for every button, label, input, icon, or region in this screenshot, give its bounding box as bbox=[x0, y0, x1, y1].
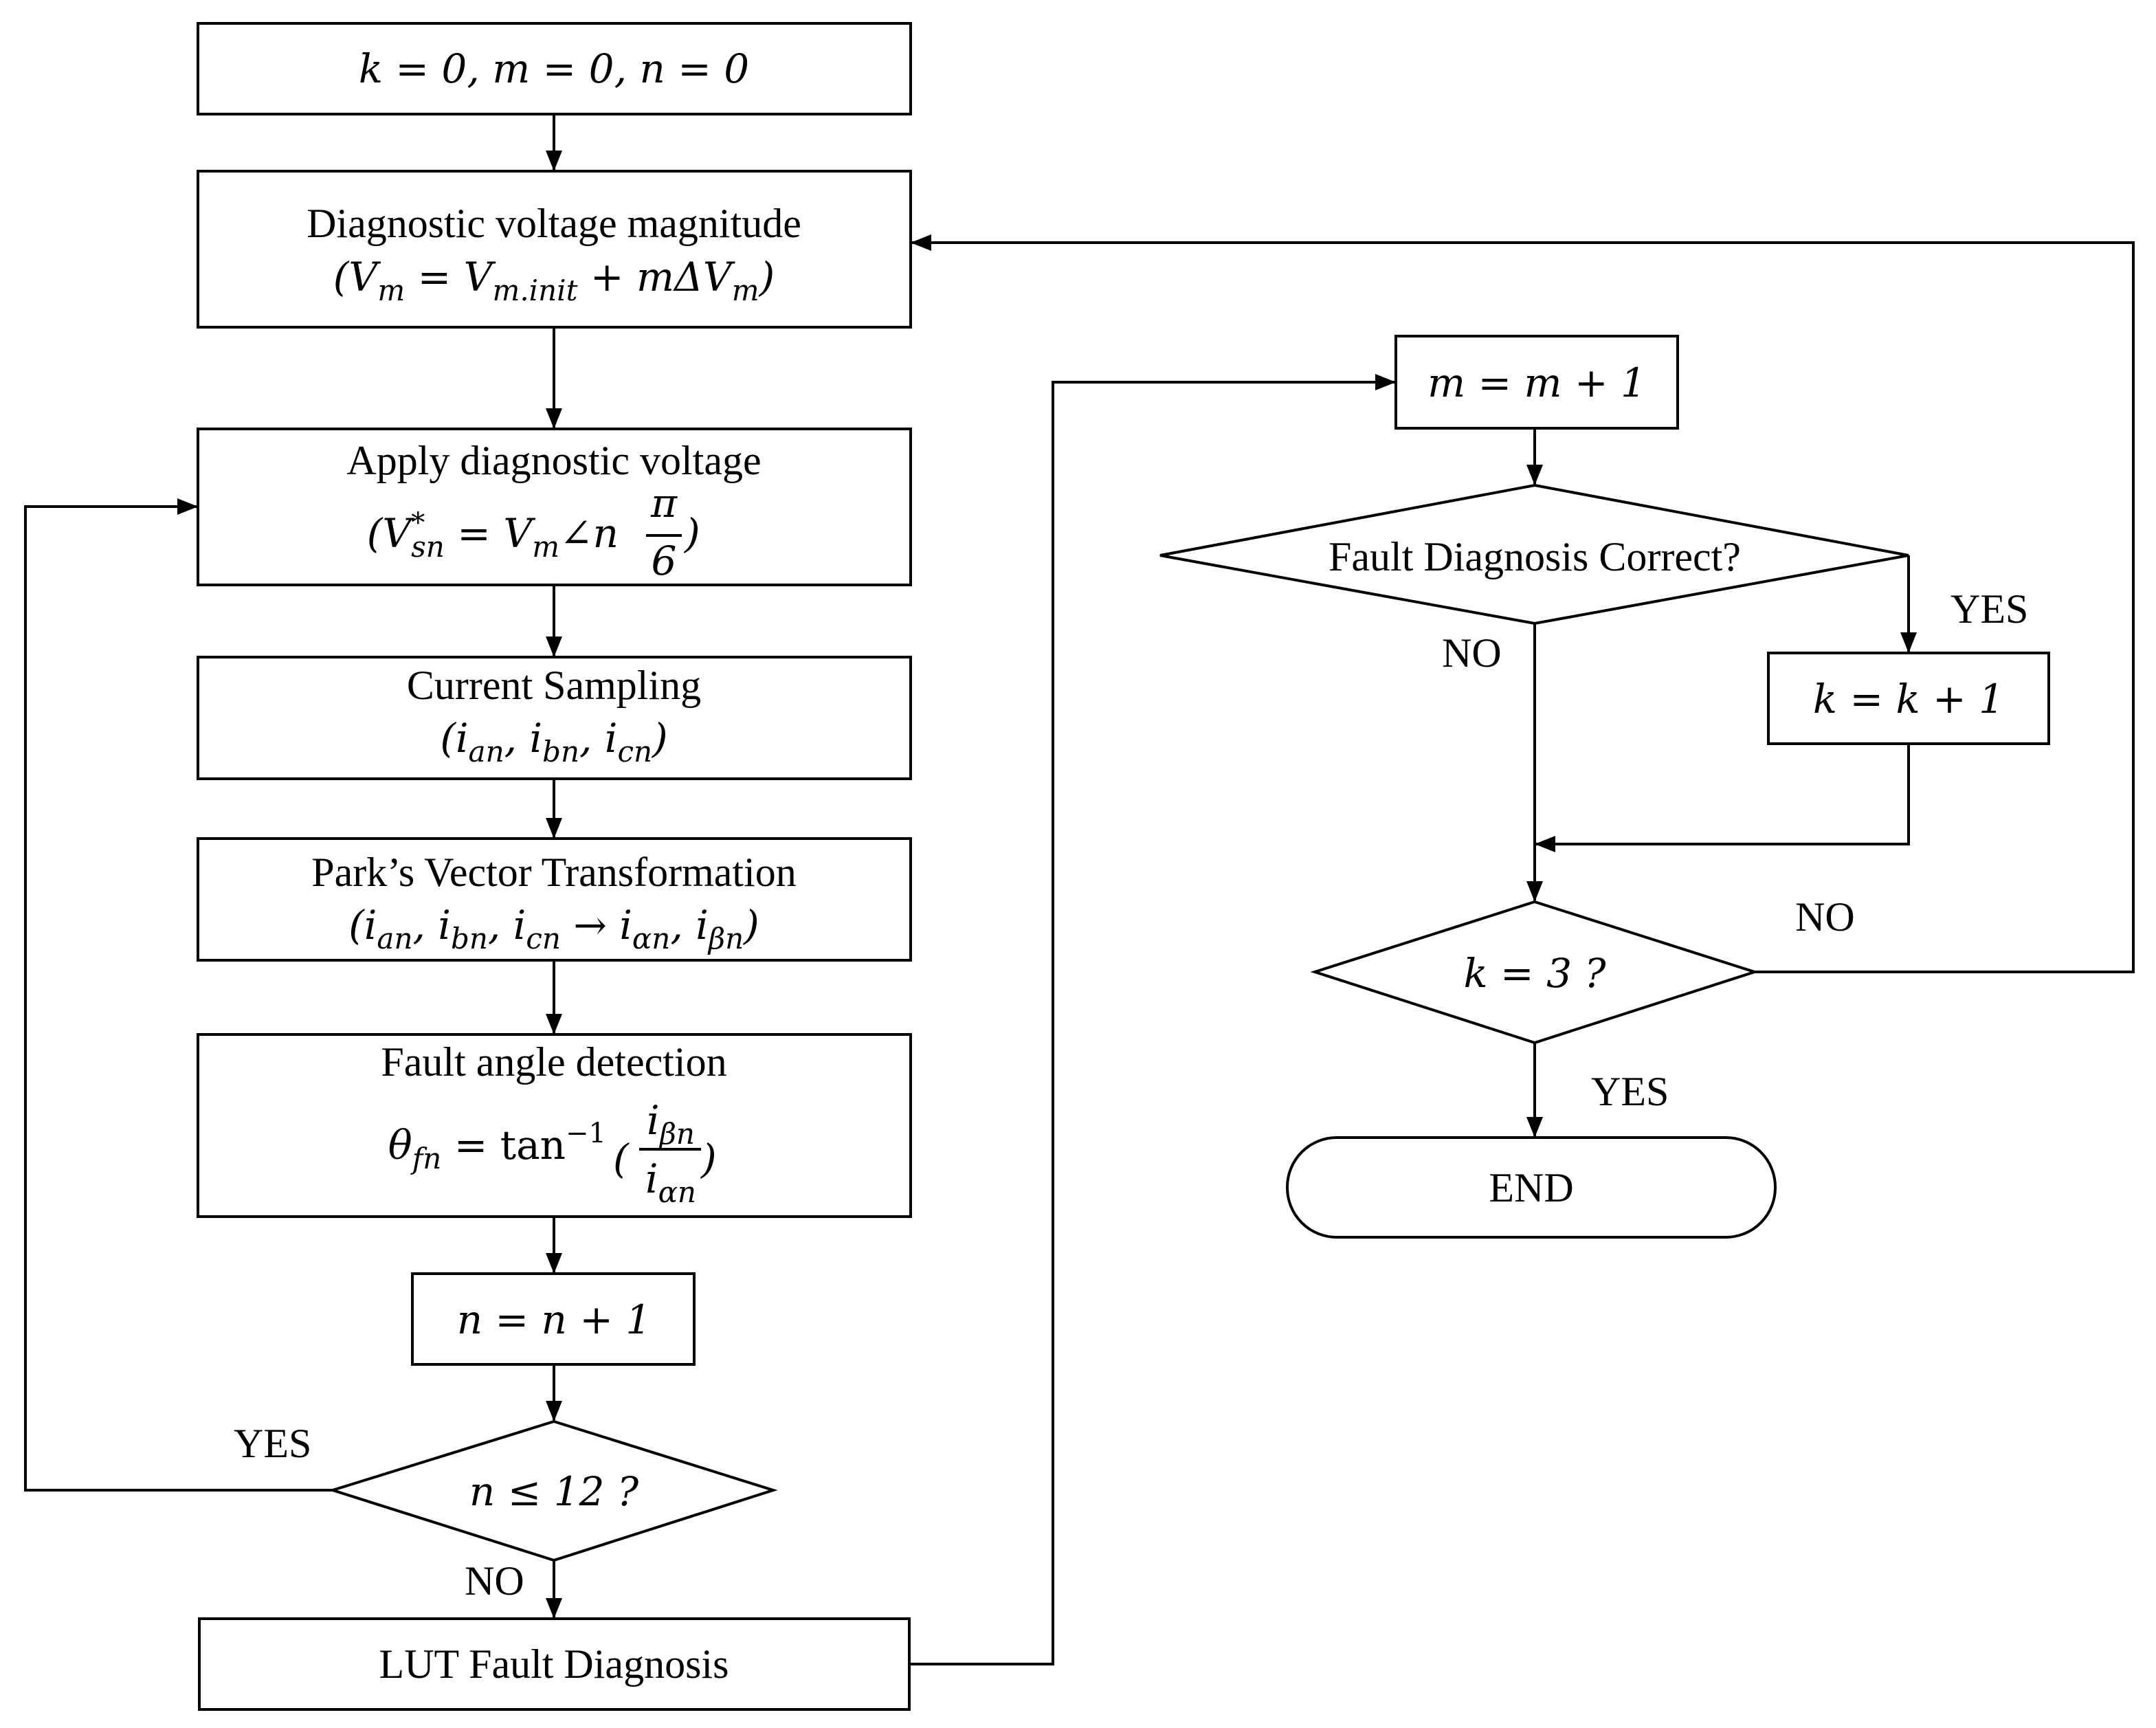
m-increment-text: m = m + 1 bbox=[1427, 359, 1646, 406]
label-k-no: NO bbox=[1795, 894, 1855, 940]
fault-angle-lparen: ( bbox=[613, 1136, 630, 1182]
label-n-no: NO bbox=[465, 1558, 524, 1604]
park-box bbox=[197, 837, 912, 962]
apply-voltage-frac-num: π bbox=[650, 480, 678, 527]
init-box bbox=[197, 22, 912, 115]
fault-angle-rparen: ) bbox=[700, 1136, 717, 1182]
n-increment-text: n = n + 1 bbox=[457, 1296, 652, 1343]
fault-angle-frac-num: iβn bbox=[647, 1097, 695, 1151]
current-sampling-formula: (ian, ibn, icn) bbox=[440, 715, 667, 768]
fault-correct-text: Fault Diagnosis Correct? bbox=[1329, 534, 1741, 579]
edge-kincrement-merge bbox=[1535, 744, 1910, 852]
end-terminator bbox=[1286, 1136, 1777, 1239]
label-k-yes: YES bbox=[1591, 1069, 1669, 1114]
k-check-text: k = 3 ? bbox=[1463, 950, 1606, 997]
lut-text: LUT Fault Diagnosis bbox=[379, 1641, 729, 1687]
k-increment-box bbox=[1767, 652, 2050, 745]
apply-voltage-formula-left: (V*sn = Vm∠n bbox=[367, 507, 619, 564]
fault-angle-box bbox=[197, 1033, 912, 1218]
n-increment-box bbox=[411, 1272, 696, 1366]
end-text: END bbox=[1489, 1165, 1573, 1210]
fault-angle-title: Fault angle detection bbox=[381, 1039, 726, 1085]
diag-voltage-title: Diagnostic voltage magnitude bbox=[307, 201, 801, 246]
park-formula: (ian, ibn, icn → iαn, iβn) bbox=[348, 902, 759, 955]
label-fault-yes: YES bbox=[1951, 586, 2028, 632]
k-increment-text: k = k + 1 bbox=[1813, 676, 2004, 722]
apply-voltage-close: ) bbox=[683, 510, 700, 557]
label-n-yes: YES bbox=[234, 1421, 311, 1466]
fault-angle-formula-left: θfn = tan−1 bbox=[388, 1118, 606, 1175]
apply-voltage-box bbox=[197, 428, 912, 586]
current-sampling-title: Current Sampling bbox=[407, 663, 701, 708]
lut-box bbox=[198, 1617, 911, 1711]
edge-ncheck-yes-loop bbox=[24, 498, 333, 1492]
fault-angle-frac-den: iαn bbox=[645, 1155, 696, 1209]
n-check-text: n ≤ 12 ? bbox=[469, 1468, 639, 1515]
park-title: Park’s Vector Transformation bbox=[311, 850, 797, 895]
edge-kcheck-no-loop bbox=[911, 234, 2135, 973]
apply-voltage-frac-den: 6 bbox=[652, 538, 677, 584]
current-sampling-box bbox=[197, 656, 912, 780]
m-increment-box bbox=[1394, 335, 1679, 430]
init-text: k = 0, m = 0, n = 0 bbox=[359, 45, 749, 92]
diag-voltage-formula: (Vm = Vm.init + mΔVm) bbox=[333, 254, 775, 307]
edge-lut-to-mincrement bbox=[909, 374, 1396, 1665]
apply-voltage-title: Apply diagnostic voltage bbox=[346, 438, 761, 483]
diag-voltage-box bbox=[197, 170, 912, 329]
label-fault-no: NO bbox=[1442, 630, 1502, 676]
